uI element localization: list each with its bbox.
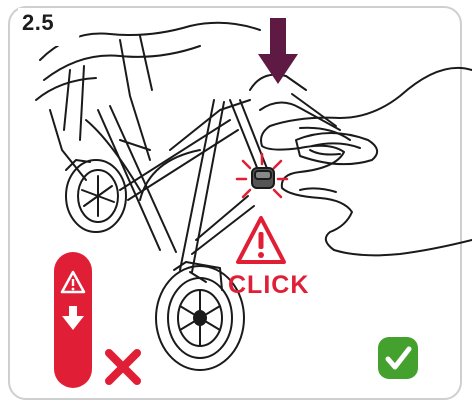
- click-label: CLICK: [228, 271, 309, 300]
- cross-icon: [104, 348, 142, 386]
- warning-badge: [54, 252, 92, 388]
- down-arrow-icon: [258, 18, 298, 84]
- warning-triangle-icon: [238, 218, 284, 262]
- checkmark-icon: [378, 337, 418, 379]
- step-number: 2.5: [22, 10, 54, 36]
